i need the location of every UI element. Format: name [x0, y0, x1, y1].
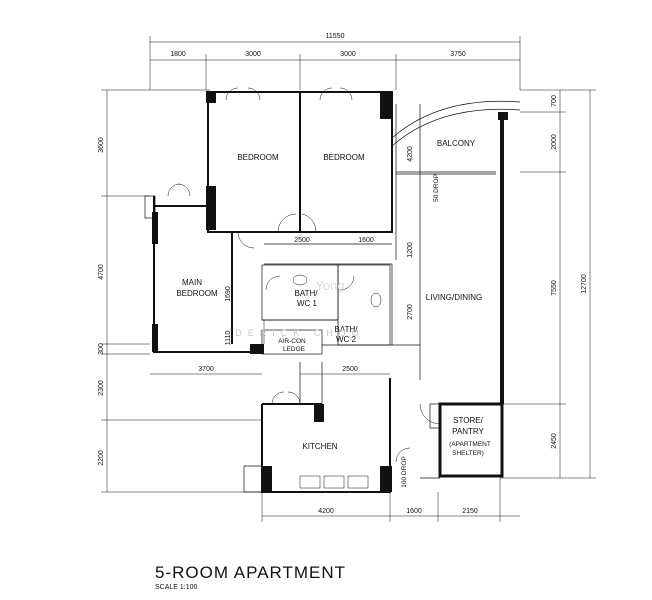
room-bath-1-line1: BATH/: [295, 289, 319, 298]
fixtures: [263, 274, 382, 489]
dim-right-4: 2450: [551, 433, 558, 449]
inner-dimensions: 2500 1600 4200 1200 2700 1690 1110 3700 …: [150, 146, 414, 375]
dim-bottom-2: 1600: [406, 508, 422, 515]
plan-title: 5-ROOM APARTMENT: [155, 563, 347, 582]
dim-right-1: 700: [551, 95, 558, 107]
dim-inner-4200: 4200: [407, 146, 414, 162]
door-swings: [167, 87, 441, 463]
room-kitchen: KITCHEN: [302, 442, 337, 451]
room-store-line4: SHELTER): [452, 450, 484, 457]
room-store-line2: PANTRY: [452, 427, 484, 436]
dim-top-2: 3000: [245, 51, 261, 58]
room-labels: BEDROOM BEDROOM BALCONY MAIN BEDROOM BAT…: [176, 139, 491, 457]
dim-right-2: 2000: [551, 134, 558, 150]
dim-inner-3700: 3700: [198, 366, 214, 373]
dim-inner-1600-top: 1600: [358, 237, 374, 244]
structural-columns: [152, 91, 508, 492]
dim-left-5: 2200: [98, 450, 105, 466]
dim-inner-1110: 1110: [225, 331, 232, 346]
dim-inner-2500-top: 2500: [294, 237, 310, 244]
dim-bottom-3: 2150: [462, 508, 478, 515]
dim-left-3: 300: [98, 343, 105, 355]
room-bedroom-1: BEDROOM: [237, 153, 279, 162]
room-aircon-line1: AIR-CON: [278, 338, 306, 345]
dim-left-2: 4700: [98, 264, 105, 280]
dim-left-1: 3600: [98, 137, 105, 153]
room-main-bedroom-line1: MAIN: [182, 278, 202, 287]
dim-top-1: 1800: [170, 51, 186, 58]
dim-left-4: 2300: [98, 380, 105, 396]
bottom-dimensions: 4200 1600 2150: [261, 478, 520, 522]
balcony-drop-label: 50 DROP: [433, 174, 440, 202]
dim-top-3: 3000: [340, 51, 356, 58]
left-dimensions: 3600 4700 300 2300 2200: [98, 89, 262, 493]
room-bedroom-2: BEDROOM: [323, 153, 365, 162]
dim-right-3: 7550: [551, 280, 558, 296]
dim-inner-2700: 2700: [407, 304, 414, 320]
right-dimensions: 700 2000 7550 2450 12700: [500, 89, 596, 479]
top-dimensions: 11550 1800 3000 3000 3750: [149, 33, 521, 90]
room-main-bedroom-line2: BEDROOM: [176, 289, 218, 298]
kitchen-drop-label: 100 DROP: [401, 456, 408, 487]
dim-inner-2500-mid: 2500: [342, 366, 358, 373]
watermark-brand: DERICK CHOO: [235, 328, 365, 338]
room-bath-2-line2: WC 2: [336, 335, 357, 344]
room-store-line1: STORE/: [453, 416, 483, 425]
dim-right-total: 12700: [581, 274, 588, 294]
walls: [144, 91, 521, 493]
dim-total-width: 11550: [326, 33, 345, 40]
room-store-line3: (APARTMENT: [449, 441, 491, 448]
dim-bottom-1: 4200: [318, 508, 334, 515]
dim-inner-1200: 1200: [407, 242, 414, 258]
dim-inner-1690: 1690: [225, 286, 232, 302]
room-bath-1-line2: WC 1: [297, 299, 318, 308]
dim-top-4: 3750: [450, 51, 466, 58]
plan-scale: SCALE 1:100: [155, 584, 198, 591]
room-aircon-line2: LEDGE: [283, 346, 306, 353]
watermark-text: Yong: [315, 278, 344, 293]
room-bath-2-line1: BATH/: [335, 325, 359, 334]
room-living-dining: LIVING/DINING: [426, 293, 482, 302]
room-balcony: BALCONY: [437, 139, 476, 148]
